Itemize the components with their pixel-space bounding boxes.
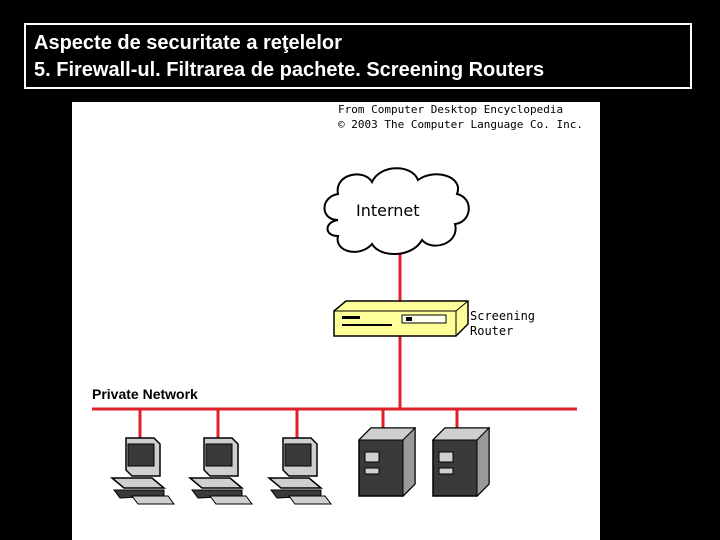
credit-line-1: From Computer Desktop Encyclopedia <box>338 103 564 116</box>
network-links <box>92 254 577 447</box>
slide-title-line-1: Aspecte de securitate a reţelelor <box>34 32 342 54</box>
slide-title: Aspecte de securitate a reţelelor 5. Fir… <box>24 23 692 89</box>
internet-cloud-icon <box>323 167 470 256</box>
router-label-line-2: Router <box>470 324 514 338</box>
workstation-icon <box>266 437 332 505</box>
internet-label: Internet <box>356 201 420 220</box>
workstation-icon <box>109 437 175 505</box>
workstation-icon <box>187 437 253 505</box>
screening-router-icon <box>333 300 469 337</box>
network-diagram: From Computer Desktop Encyclopedia © 200… <box>72 102 600 540</box>
slide-title-line-2: 5. Firewall-ul. Filtrarea de pachete. Sc… <box>34 59 545 81</box>
router-label-line-1: Screening <box>470 309 536 323</box>
router-label: Screening Router <box>470 309 535 339</box>
figure-credit: From Computer Desktop Encyclopedia © 200… <box>338 102 583 132</box>
credit-line-2: © 2003 The Computer Language Co. Inc. <box>338 118 584 131</box>
private-network-label: Private Network <box>92 386 198 402</box>
network-drawing <box>92 167 577 505</box>
server-icon <box>431 426 491 498</box>
server-icon <box>357 426 417 498</box>
